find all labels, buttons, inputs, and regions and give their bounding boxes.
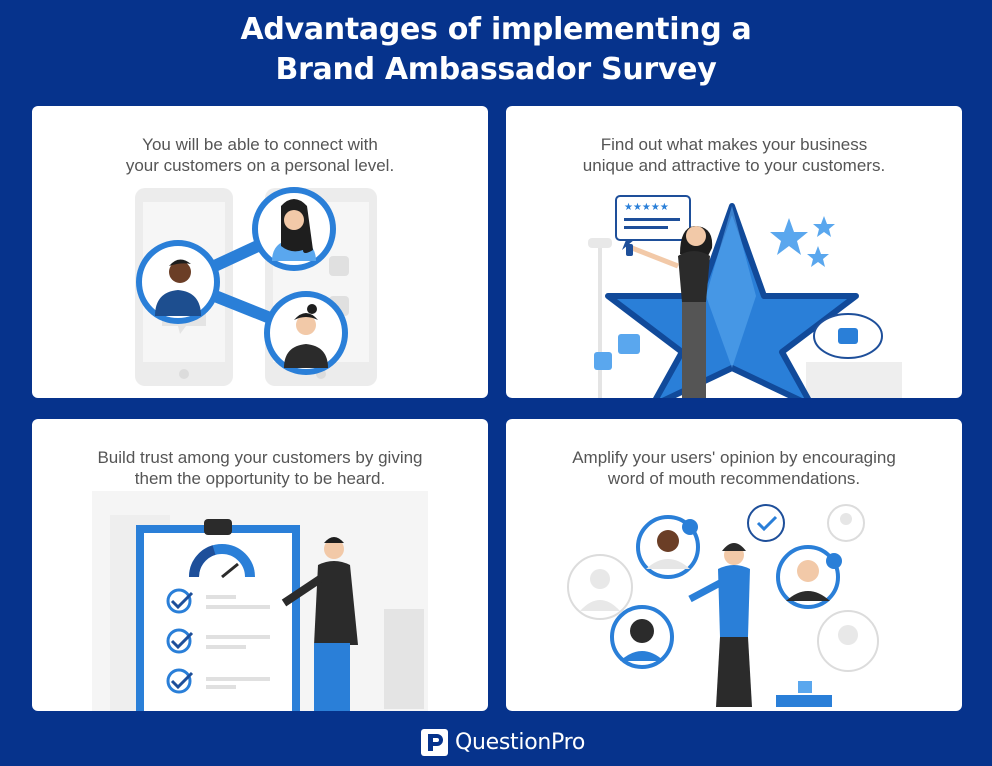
card-text: Find out what makes your business unique…: [506, 134, 962, 176]
page-title: Advantages of implementing a Brand Ambas…: [0, 10, 992, 90]
card-text-line-2: your customers on a personal level.: [125, 156, 395, 175]
card-text: Build trust among your customers by givi…: [32, 447, 488, 489]
star-rating-illustration: ★★★★★: [588, 195, 902, 398]
advantage-card-trust: Build trust among your customers by givi…: [32, 419, 488, 711]
svg-text:★★★★★: ★★★★★: [624, 202, 669, 213]
recommendation-network-illustration: [567, 504, 879, 707]
questionpro-logo[interactable]: QuestionPro: [421, 726, 585, 758]
advantage-card-unique: Find out what makes your business unique…: [506, 106, 962, 398]
card-text-line-2: unique and attractive to your customers.: [582, 156, 886, 175]
card-text-line-2: word of mouth recommendations.: [607, 469, 861, 488]
card-text-line-1: Build trust among your customers by givi…: [97, 448, 423, 467]
advantage-card-word-of-mouth: Amplify your users' opinion by encouragi…: [506, 419, 962, 711]
questionpro-logo-icon: [421, 728, 448, 756]
card-text: You will be able to connect with your cu…: [32, 134, 488, 176]
card-text: Amplify your users' opinion by encouragi…: [506, 447, 962, 489]
title-line-1: Advantages of implementing a: [240, 12, 752, 47]
card-text-line-1: Amplify your users' opinion by encouragi…: [572, 448, 896, 467]
check-rows: [166, 588, 194, 694]
card-text-line-1: Find out what makes your business: [600, 135, 868, 154]
advantage-card-connect: You will be able to connect with your cu…: [32, 106, 488, 398]
survey-clipboard-illustration: [92, 491, 428, 711]
card-text-line-1: You will be able to connect with: [142, 135, 378, 154]
connect-people-illustration: [135, 187, 377, 386]
card-text-line-2: them the opportunity to be heard.: [134, 469, 386, 488]
brand-name: QuestionPro: [455, 729, 585, 755]
title-line-2: Brand Ambassador Survey: [275, 52, 717, 87]
